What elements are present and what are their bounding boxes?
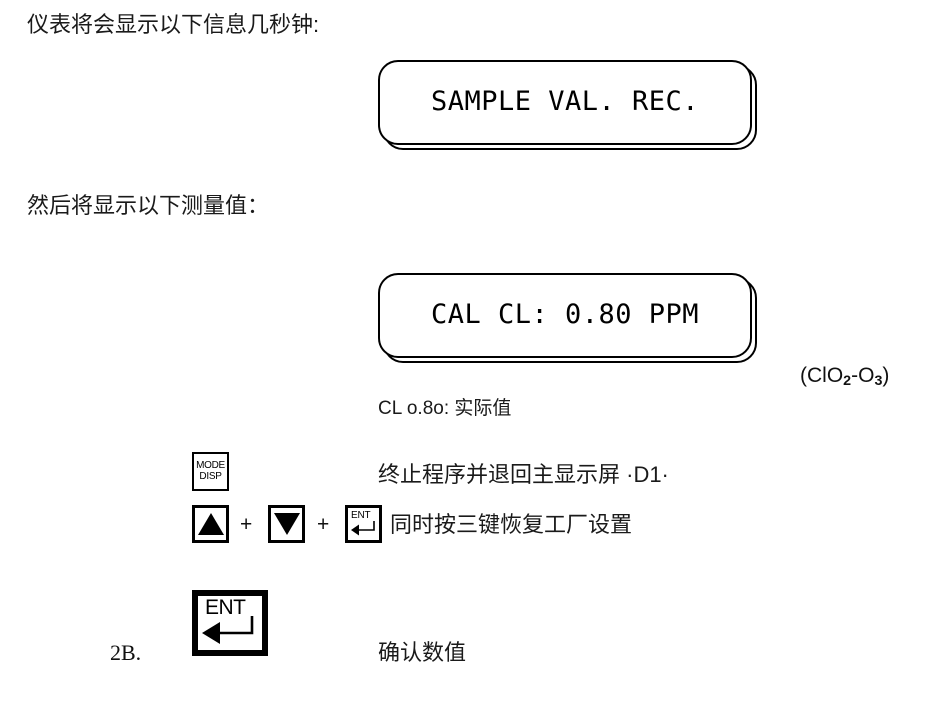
intro-text: 仪表将会显示以下信息几秒钟: [27, 12, 320, 37]
plus-separator-1: + [240, 513, 253, 536]
formula-sub-1: 2 [843, 373, 852, 390]
formula-suffix: ) [882, 364, 890, 387]
mode-disp-label-line1: MODE [196, 460, 225, 471]
enter-label-large: ENT [205, 596, 246, 619]
formula-prefix: (ClO [800, 364, 844, 387]
formula-mid: -O [851, 364, 875, 387]
lcd-display-cal-cl: CAL CL: 0.80 PPM [378, 273, 758, 365]
plus-separator-2: + [317, 513, 330, 536]
return-arrow-icon-small [351, 521, 375, 536]
second-text: 然后将显示以下测量值： [27, 193, 270, 218]
mode-disp-button[interactable]: MODE DISP [192, 452, 229, 491]
step-description: 确认数值 [378, 640, 467, 665]
up-arrow-button[interactable] [192, 505, 229, 543]
enter-return-icon-small: ENT [350, 510, 377, 537]
lcd-inner-frame-2: CAL CL: 0.80 PPM [378, 273, 752, 358]
enter-button-large[interactable]: ENT [192, 590, 268, 656]
lcd-text-sample-val-rec: SAMPLE VAL. REC. [430, 86, 700, 117]
lcd-inner-frame: SAMPLE VAL. REC. [378, 60, 752, 145]
enter-button-small[interactable]: ENT [345, 505, 382, 543]
mode-disp-description: 终止程序并退回主显示屏 ·D1· [378, 462, 669, 487]
triangle-down-icon [273, 513, 300, 535]
return-arrow-icon-large [202, 616, 254, 644]
combo-description: 同时按三键恢复工厂设置 [390, 512, 633, 537]
enter-label-small: ENT [351, 510, 371, 521]
formula-sub-2: 3 [874, 373, 883, 390]
lcd-text-cal-cl: CAL CL: 0.80 PPM [430, 299, 700, 330]
down-arrow-button[interactable] [268, 505, 305, 543]
step-number-2b: 2B. [110, 640, 142, 665]
lcd-display-sample-val-rec: SAMPLE VAL. REC. [378, 60, 758, 152]
triangle-up-icon [197, 513, 224, 535]
enter-return-icon-large: ENT [200, 596, 260, 648]
mode-disp-label-line2: DISP [199, 470, 222, 482]
chemical-formula-annotation: (ClO2-O3) [800, 364, 889, 389]
actual-value-note: CL o.8o: 实际值 [378, 398, 512, 419]
